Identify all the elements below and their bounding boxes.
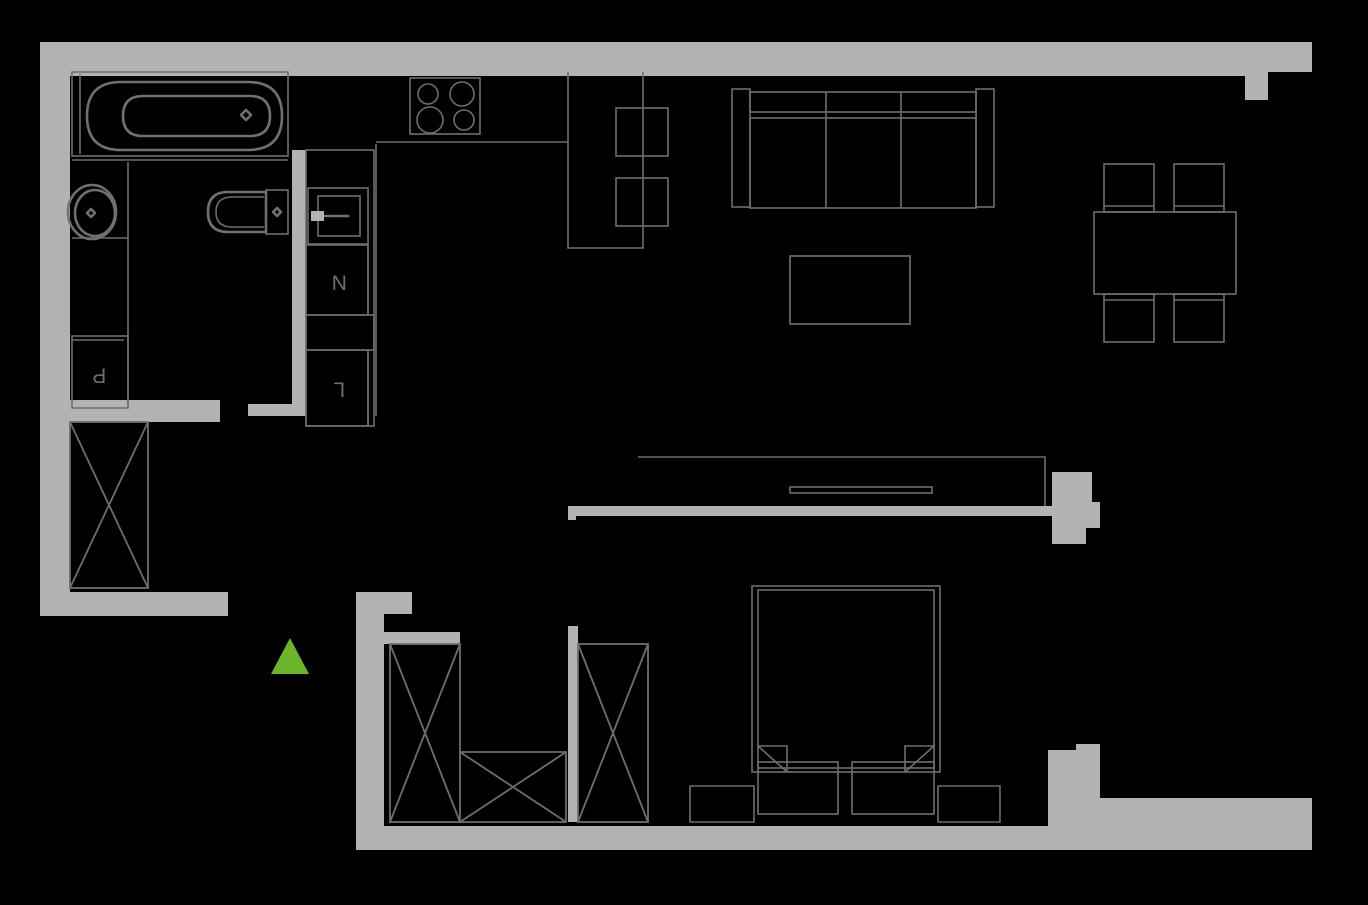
- bedroom-furniture: [689, 585, 1001, 823]
- closet-bedroom-1-box: [389, 643, 461, 823]
- bath-sink-drain-icon: [85, 207, 97, 219]
- bed-blanket-fold-left-diagonal: [757, 745, 788, 773]
- toilet-seat: [215, 196, 264, 228]
- kitchen-island-outline: [567, 72, 644, 249]
- closet-bedroom-3-box: [577, 643, 649, 823]
- closet-hall-left-x2: [69, 421, 149, 589]
- bed-blanket-fold-right-diagonal: [904, 745, 935, 773]
- bed-blanket-fold-right: [904, 745, 934, 772]
- pantry-closet-box: [71, 335, 129, 409]
- washer-label: N: [331, 270, 347, 293]
- partition-media-wall: [568, 456, 1100, 544]
- wall-left: [40, 42, 70, 616]
- nightstand-right: [937, 785, 1001, 823]
- wall-bedroom-top-lip: [356, 592, 412, 614]
- bar-stool-upper: [615, 107, 669, 157]
- partition-right-column: [1052, 472, 1100, 544]
- wall-bathroom-partition-foot: [248, 404, 306, 416]
- closet-bedroom-3-x2: [577, 643, 649, 823]
- orientation-marker-group[interactable]: [271, 638, 309, 674]
- closet-bedroom-2-box: [460, 751, 567, 823]
- closet-bedroom-1-x2: [389, 643, 461, 823]
- wall-structure: [40, 42, 1312, 850]
- partition-outline: [638, 456, 1046, 508]
- kitchen-fixtures: [375, 72, 669, 416]
- closet-hall-left-box: [69, 421, 149, 589]
- utility-shelf-box: [305, 314, 375, 351]
- sofa-back: [749, 91, 977, 113]
- dining-chair-top-right: [1173, 163, 1225, 213]
- pantry-label: P: [92, 363, 107, 386]
- partition-wall-slab: [568, 506, 1058, 516]
- wall-mounted-tv: [789, 486, 933, 494]
- pillow-left: [757, 761, 839, 815]
- bathroom-fixtures: P: [66, 71, 289, 409]
- closet-bedroom-2-x2: [459, 751, 567, 823]
- dining-table: [1093, 211, 1237, 295]
- coffee-table: [789, 255, 911, 325]
- bed-blanket-fold-left: [758, 745, 788, 772]
- pillow-right: [851, 761, 935, 815]
- dining-chair-top-left: [1103, 163, 1155, 213]
- wall-closet-head-left: [70, 400, 220, 422]
- sofa-arm-right: [975, 88, 995, 208]
- wall-closet-head-bed1: [384, 632, 460, 644]
- cooktop-burner-front-left: [416, 106, 444, 134]
- cooktop-burner-front-right: [453, 109, 475, 131]
- dining-chair-bottom-right: [1173, 293, 1225, 343]
- dining-chair-bottom-left: [1103, 293, 1155, 343]
- bathtub-enclosure: [71, 71, 289, 157]
- utility-column: N L: [305, 149, 375, 427]
- wall-bedroom-left-vertical: [356, 592, 384, 850]
- bed-mattress: [757, 589, 935, 769]
- nightstand-left: [689, 785, 755, 823]
- bathtub-rim: [121, 94, 272, 138]
- utility-sink-outer: [307, 187, 369, 245]
- green-triangle-marker[interactable]: [271, 638, 309, 674]
- bed-frame: [751, 585, 941, 773]
- bathtub-basin: [85, 80, 284, 152]
- cooktop-box: [409, 77, 481, 135]
- sofa-seat-block: [749, 117, 977, 209]
- partition-left-end-cap: [568, 506, 576, 520]
- cooktop-burner-back-right: [449, 81, 475, 107]
- closets: [69, 421, 649, 823]
- toilet-flush-icon: [271, 206, 283, 218]
- toilet-tank: [265, 189, 289, 235]
- living-room-furniture: [731, 88, 1237, 343]
- toilet-bowl: [206, 190, 268, 234]
- cooktop-burner-back-left: [417, 83, 439, 105]
- wall-closet-divider: [568, 626, 578, 822]
- bar-stool-lower: [615, 177, 669, 227]
- wall-lower-left-return: [40, 592, 228, 616]
- wall-bathroom-partition: [292, 150, 306, 412]
- bathtub-drain-icon: [239, 108, 253, 122]
- utility-sink-faucet-base: [311, 211, 324, 221]
- bath-sink-inner: [73, 188, 117, 238]
- sofa-arm-left: [731, 88, 751, 208]
- wall-top: [40, 42, 1312, 100]
- dryer-label: L: [333, 377, 345, 400]
- wall-bottom: [356, 744, 1312, 850]
